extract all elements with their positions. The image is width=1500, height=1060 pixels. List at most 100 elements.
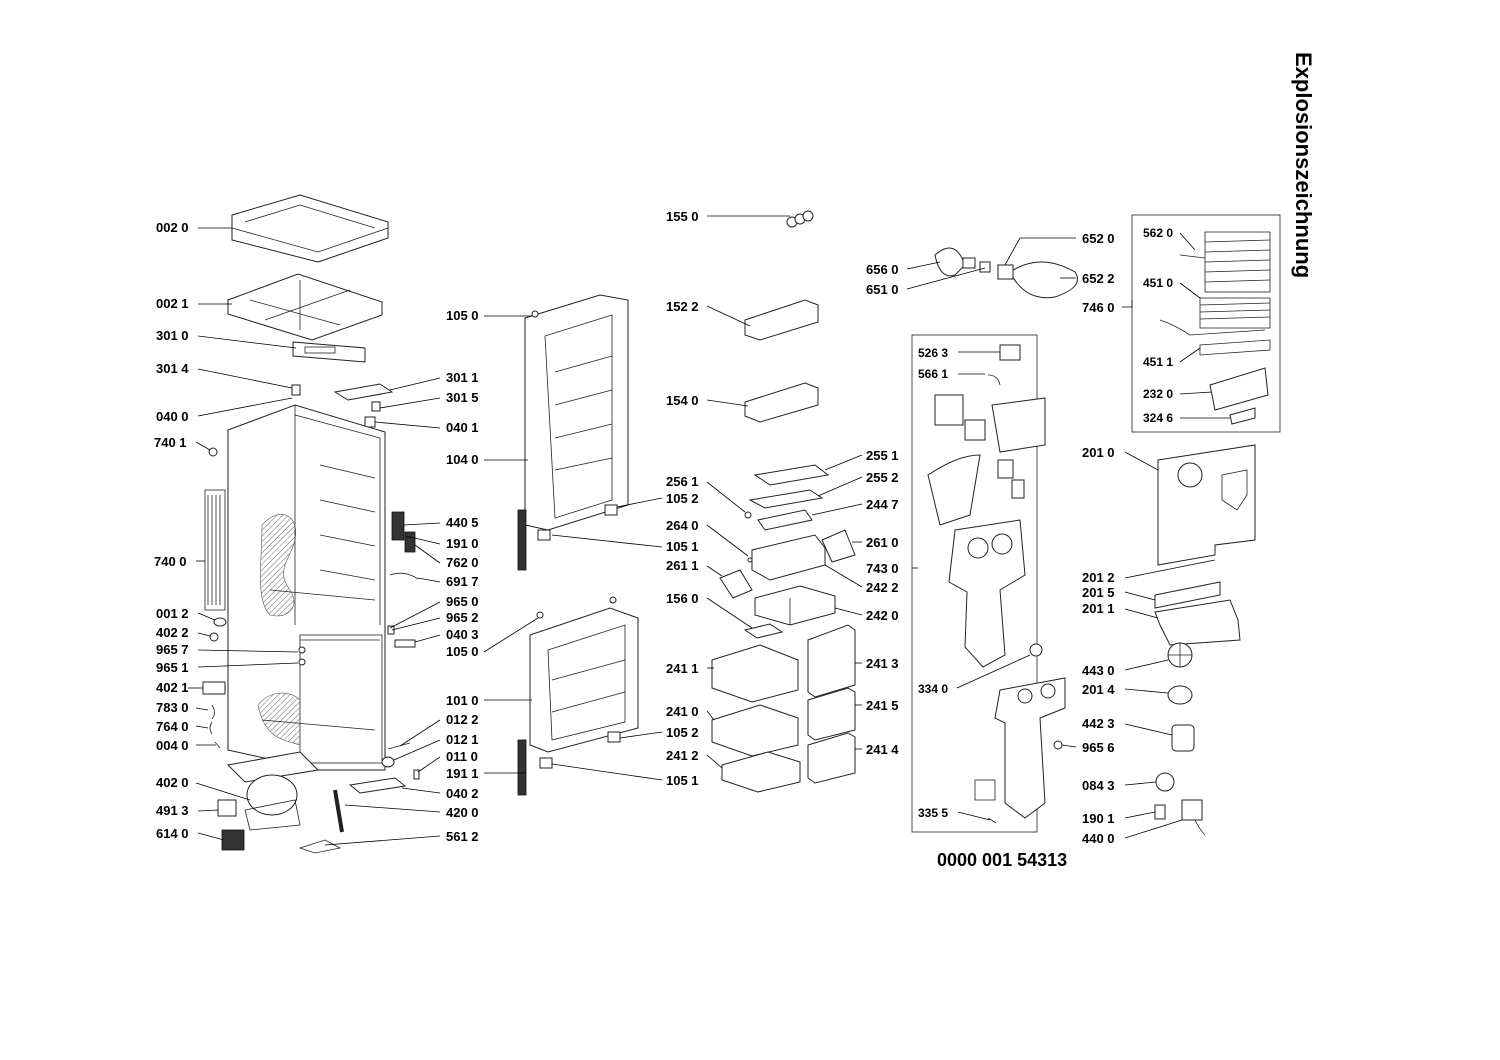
label-040-0: 040 0 [156,409,189,424]
label-191-1: 191 1 [446,766,479,781]
air-duct-panel-frame [911,334,1038,833]
label-334-0: 334 0 [918,682,948,696]
drip-tray-part [1209,367,1269,411]
label-255-1: 255 1 [866,448,899,463]
label-201-5: 201 5 [1082,585,1115,600]
drawer-front-1-part [807,624,856,698]
foot-part [381,756,395,768]
label-301-1: 301 1 [446,370,479,385]
label-614-0: 614 0 [156,826,189,841]
label-746-0: 746 0 [1082,300,1115,315]
compressor-part [244,774,301,831]
insulation-part-2 [1154,599,1241,646]
clip-part [208,447,218,457]
label-526-3: 526 3 [918,346,948,360]
label-764-0: 764 0 [156,719,189,734]
label-783-0: 783 0 [156,700,189,715]
crisper-cover-part [751,534,826,581]
label-965-7: 965 7 [156,642,189,657]
label-241-1: 241 1 [666,661,699,676]
bottle-shelf-part [744,382,819,423]
label-301-5: 301 5 [446,390,479,405]
air-duct-cover-part [927,454,981,526]
condenser-coil-part [204,489,226,611]
label-965-2: 965 2 [446,610,479,625]
label-152-2: 152 2 [666,299,699,314]
label-105-2: 105 2 [666,491,699,506]
tool-part [333,789,344,833]
label-105-0: 105 0 [446,308,479,323]
knob-part [209,632,219,642]
label-420-0: 420 0 [446,805,479,820]
label-301-0: 301 0 [156,328,189,343]
label-105-1: 105 1 [666,539,699,554]
switch-part-2 [964,419,986,441]
label-491-3: 491 3 [156,803,189,818]
label-191-0: 191 0 [446,536,479,551]
drawer-front-3-part [807,732,856,784]
freezer-stop-part [607,731,621,743]
door-stop-part [604,504,618,516]
control-box-part [991,397,1046,453]
label-201-4: 201 4 [1082,682,1115,697]
fan-housing-part [1157,444,1256,566]
label-566-1: 566 1 [918,367,948,381]
label-651-0: 651 0 [866,282,899,297]
label-244-7: 244 7 [866,497,899,512]
switch-part [371,401,381,412]
glass-shelf-part-2 [748,489,824,509]
label-232-0: 232 0 [1143,387,1173,401]
label-743-0: 743 0 [866,561,899,576]
label-040-1: 040 1 [446,420,479,435]
label-324-6: 324 6 [1143,411,1173,425]
label-965-0: 965 0 [446,594,479,609]
gasket-part [387,742,411,750]
knob-axle-part [1011,479,1025,499]
thermostat-part [391,511,405,541]
label-402-0: 402 0 [156,775,189,790]
control-panel-part [292,341,366,363]
label-101-0: 101 0 [446,693,479,708]
top-frame-part [227,273,383,341]
label-part [974,779,996,801]
label-451-0: 451 0 [1143,276,1173,290]
drawing-title: Explosionszeichnung [1291,52,1316,278]
label-155-0: 155 0 [666,209,699,224]
lower-hinge-part [348,777,407,794]
freezer-seal-part [517,739,527,796]
screw-foot-part [413,769,420,780]
label-012-2: 012 2 [446,712,479,727]
label-242-0: 242 0 [866,608,899,623]
heater-wire-part [1159,319,1266,336]
fridge-door-part [524,294,629,531]
air-duct-lower-part [948,519,1026,668]
label-156-0: 156 0 [666,591,699,606]
drawer-front-2-part [807,687,856,741]
seal-part [213,617,227,627]
label-652-2: 652 2 [1082,271,1115,286]
label-084-3: 084 3 [1082,778,1115,793]
label-201-0: 201 0 [1082,445,1115,460]
door-seal-part [517,509,527,571]
lamp-switch-part [1171,724,1195,752]
drain-tube-part [987,817,997,824]
door-shelf-part [744,299,819,341]
evaporator-part [1179,231,1271,293]
label-105-2-lower: 105 2 [666,725,699,740]
label-105-0-lower: 105 0 [446,644,479,659]
label-001-2: 001 2 [156,606,189,621]
freezer-drawer-middle-part [711,704,799,757]
cable-part [389,572,419,580]
fan-cover-part [994,677,1066,819]
insulation-part [1154,581,1221,609]
label-335-5: 335 5 [918,806,948,820]
lamp-cover-part [333,383,394,401]
label-105-1-lower: 105 1 [666,773,699,788]
evaporator-group-frame [1131,214,1281,433]
label-402-1: 402 1 [156,680,189,695]
thermostat-knob-part [1155,772,1175,792]
label-451-1: 451 1 [1143,355,1173,369]
leader-lines [188,215,1230,846]
